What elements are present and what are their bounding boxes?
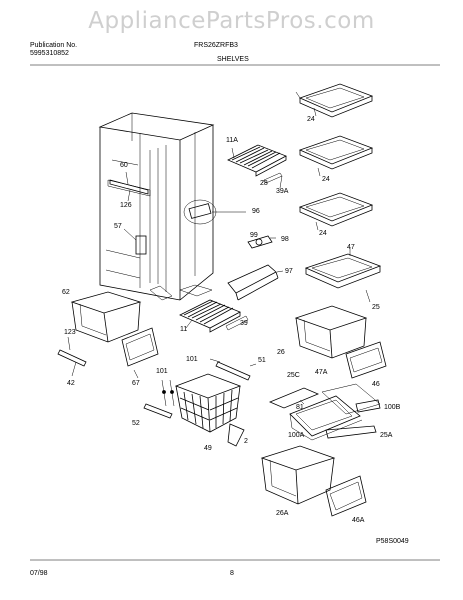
callout-25: 25 xyxy=(372,304,380,311)
callout-101: 101 xyxy=(156,368,168,375)
callout-51: 51 xyxy=(258,357,266,364)
page-number: 8 xyxy=(230,570,234,577)
part-47A-crisper-cover xyxy=(268,383,381,441)
callout-47: 47 xyxy=(347,244,355,251)
part-57-bracket xyxy=(135,235,147,255)
callout-96: 96 xyxy=(252,208,260,215)
model-number: FRS26ZRFB3 xyxy=(194,42,238,49)
callout-11A: 11A xyxy=(226,137,238,144)
callout-46: 46 xyxy=(372,381,380,388)
callout-47A: 47A xyxy=(315,369,328,376)
part-60-rail xyxy=(109,179,149,195)
callout-49: 49 xyxy=(204,445,212,452)
callout-101: 101 xyxy=(186,356,198,363)
part-51-rail xyxy=(209,358,257,381)
publication-number: 5995310852 xyxy=(30,50,69,57)
callout-100B: 100B xyxy=(384,404,401,411)
part-67-drawer-front xyxy=(121,327,159,379)
callout-25C: 25C xyxy=(287,372,300,379)
cabinet-drawing xyxy=(98,112,215,301)
callout-26A: 26A xyxy=(276,510,289,517)
publication-label: Publication No. xyxy=(30,42,78,49)
part-46-drawer-front xyxy=(345,341,387,379)
part-24-glass-shelf-2 xyxy=(298,135,374,177)
watermark: AppliancePartsPros.com xyxy=(88,8,375,34)
footer-date: 07/98 xyxy=(30,570,48,577)
callout-24: 24 xyxy=(322,176,330,183)
part-96-roller xyxy=(183,199,246,225)
part-11-wire-shelf xyxy=(179,299,249,333)
part-52-rail xyxy=(143,379,175,419)
callout-46A: 46A xyxy=(352,517,365,524)
callout-81: 81 xyxy=(296,404,304,411)
callout-25A: 25A xyxy=(380,432,393,439)
callout-26: 26 xyxy=(277,349,285,356)
callout-67: 67 xyxy=(132,380,140,387)
part-62-crisper-pan xyxy=(70,291,142,343)
callout-99: 99 xyxy=(250,232,258,239)
callout-2: 2 xyxy=(244,438,248,445)
callout-52: 52 xyxy=(132,420,140,427)
part-49-wire-basket xyxy=(174,373,242,433)
callout-62: 62 xyxy=(62,289,70,296)
callout-98: 98 xyxy=(281,236,289,243)
callout-100A: 100A xyxy=(288,432,305,439)
part-46A-drawer-front xyxy=(325,475,367,517)
part-26A-pan xyxy=(260,445,336,505)
part-11A-wire-shelf xyxy=(227,144,287,189)
callout-42: 42 xyxy=(67,380,75,387)
part-24-glass-shelf-1 xyxy=(295,83,374,118)
callout-57: 57 xyxy=(114,223,122,230)
callout-123: 123 xyxy=(64,329,76,336)
diagram-code: P58S0049 xyxy=(376,538,409,545)
part-42-rail xyxy=(57,336,87,377)
section-title: SHELVES xyxy=(217,56,249,63)
callout-24: 24 xyxy=(307,116,315,123)
part-98-hinge xyxy=(247,235,276,249)
callout-11: 11 xyxy=(180,326,188,333)
callout-24: 24 xyxy=(319,230,327,237)
callout-126: 126 xyxy=(120,202,132,209)
part-24-glass-shelf-3 xyxy=(298,192,374,231)
callout-39A: 39A xyxy=(276,188,289,195)
callout-28: 28 xyxy=(260,180,268,187)
callout-39: 39 xyxy=(240,320,248,327)
part-97-cover xyxy=(227,264,284,301)
part-47-crisper-frame xyxy=(304,248,382,303)
part-26-crisper-pan xyxy=(294,305,368,359)
callout-97: 97 xyxy=(285,268,293,275)
callout-60: 60 xyxy=(120,162,128,169)
part-2-rail xyxy=(227,423,245,447)
